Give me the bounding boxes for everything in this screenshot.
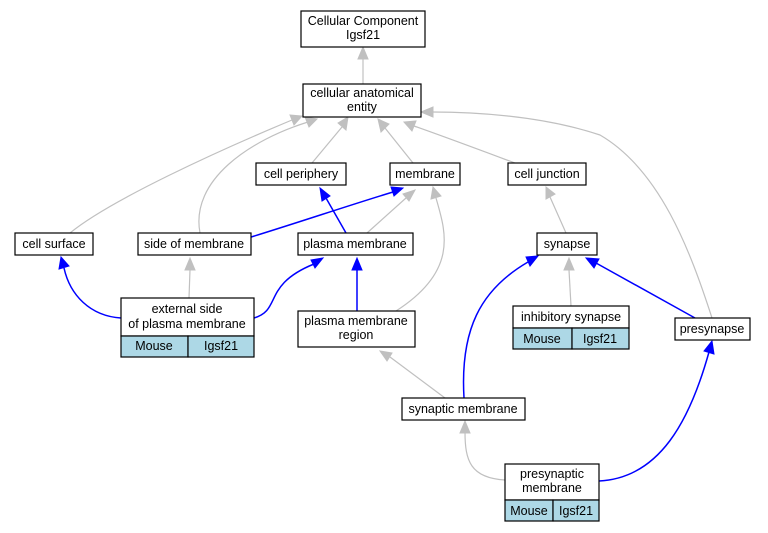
node-cell-periphery-label: cell periphery [264, 167, 339, 181]
node-cellular-anatomical-entity-line2: entity [347, 100, 378, 114]
edge-membrane-to-anatomical-entity [377, 118, 414, 164]
node-external-side-line2: of plasma membrane [128, 317, 245, 331]
node-side-of-membrane[interactable]: side of membrane [137, 232, 252, 256]
node-cell-junction[interactable]: cell junction [507, 162, 587, 186]
node-cell-surface[interactable]: cell surface [14, 232, 94, 256]
node-presynapse-label: presynapse [680, 322, 745, 336]
node-external-side-gene: Igsf21 [204, 339, 238, 353]
node-inhibitory-synapse[interactable]: inhibitory synapse Mouse Igsf21 [512, 305, 630, 350]
node-cellular-component[interactable]: Cellular Component Igsf21 [300, 10, 426, 48]
edge-external-side-to-side-of-membrane [184, 256, 196, 299]
node-presynaptic-membrane-gene: Igsf21 [559, 504, 593, 518]
node-external-side-organism: Mouse [135, 339, 173, 353]
edge-plasma-membrane-to-membrane [366, 189, 417, 234]
edge-presynapse-to-synapse [584, 257, 696, 319]
node-plasma-membrane-label: plasma membrane [303, 237, 407, 251]
node-plasma-membrane[interactable]: plasma membrane [297, 232, 414, 256]
node-side-of-membrane-label: side of membrane [144, 237, 244, 251]
edge-presynaptic-membrane-to-presynapse [598, 339, 715, 482]
node-pm-region-line2: region [339, 328, 374, 342]
node-presynaptic-membrane-line2: membrane [522, 481, 582, 495]
edge-inhibitory-synapse-to-synapse [563, 256, 575, 307]
node-presynaptic-membrane-line1: presynaptic [520, 467, 584, 481]
edge-side-of-membrane-to-anatomical-entity [198, 116, 319, 234]
edge-presynapse-to-anatomical-entity [419, 106, 713, 319]
node-pm-region-line1: plasma membrane [304, 314, 408, 328]
edge-external-side-to-cell-surface [58, 255, 122, 319]
edge-external-side-to-plasma-membrane [253, 257, 325, 319]
node-synaptic-membrane[interactable]: synaptic membrane [401, 397, 526, 421]
node-presynaptic-membrane[interactable]: presynaptic membrane Mouse Igsf21 [504, 463, 600, 522]
edge-cell-periphery-to-anatomical-entity [311, 116, 349, 164]
node-cellular-anatomical-entity-line1: cellular anatomical [310, 86, 414, 100]
node-cell-surface-label: cell surface [22, 237, 85, 251]
node-presynaptic-membrane-organism: Mouse [510, 504, 548, 518]
node-inhibitory-synapse-organism: Mouse [523, 332, 561, 346]
node-membrane[interactable]: membrane [389, 162, 461, 186]
node-presynapse[interactable]: presynapse [674, 317, 751, 341]
node-synapse-label: synapse [544, 237, 591, 251]
node-inhibitory-synapse-label: inhibitory synapse [521, 310, 621, 324]
node-membrane-label: membrane [395, 167, 455, 181]
node-inhibitory-synapse-gene: Igsf21 [583, 332, 617, 346]
edge-synapse-to-cell-junction [545, 185, 567, 234]
edge-synaptic-membrane-to-synapse [462, 255, 540, 399]
node-synapse[interactable]: synapse [536, 232, 598, 256]
edge-cell-surface-to-anatomical-entity [69, 114, 304, 234]
node-plasma-membrane-region[interactable]: plasma membrane region [297, 310, 416, 348]
node-external-side-of-plasma-membrane[interactable]: external side of plasma membrane Mouse I… [120, 297, 255, 358]
edge-synaptic-membrane-to-pm-region [378, 350, 446, 399]
node-external-side-line1: external side [152, 302, 223, 316]
edge-pm-region-to-plasma-membrane [351, 256, 363, 311]
node-cell-periphery[interactable]: cell periphery [255, 162, 347, 186]
node-cellular-component-gene: Igsf21 [346, 28, 380, 42]
node-cellular-component-title: Cellular Component [308, 14, 419, 28]
edge-plasma-membrane-to-cell-periphery [319, 186, 347, 234]
node-cellular-anatomical-entity[interactable]: cellular anatomical entity [302, 83, 422, 118]
node-cell-junction-label: cell junction [514, 167, 579, 181]
edge-presynaptic-membrane-to-synaptic-membrane [459, 419, 506, 481]
edge-pm-region-to-membrane [395, 185, 445, 312]
edge-cell-junction-to-anatomical-entity [402, 120, 516, 164]
edge-anatomical-entity-to-cellular-component [357, 45, 369, 84]
edge-side-of-membrane-to-membrane [247, 186, 405, 239]
node-synaptic-membrane-label: synaptic membrane [408, 402, 517, 416]
